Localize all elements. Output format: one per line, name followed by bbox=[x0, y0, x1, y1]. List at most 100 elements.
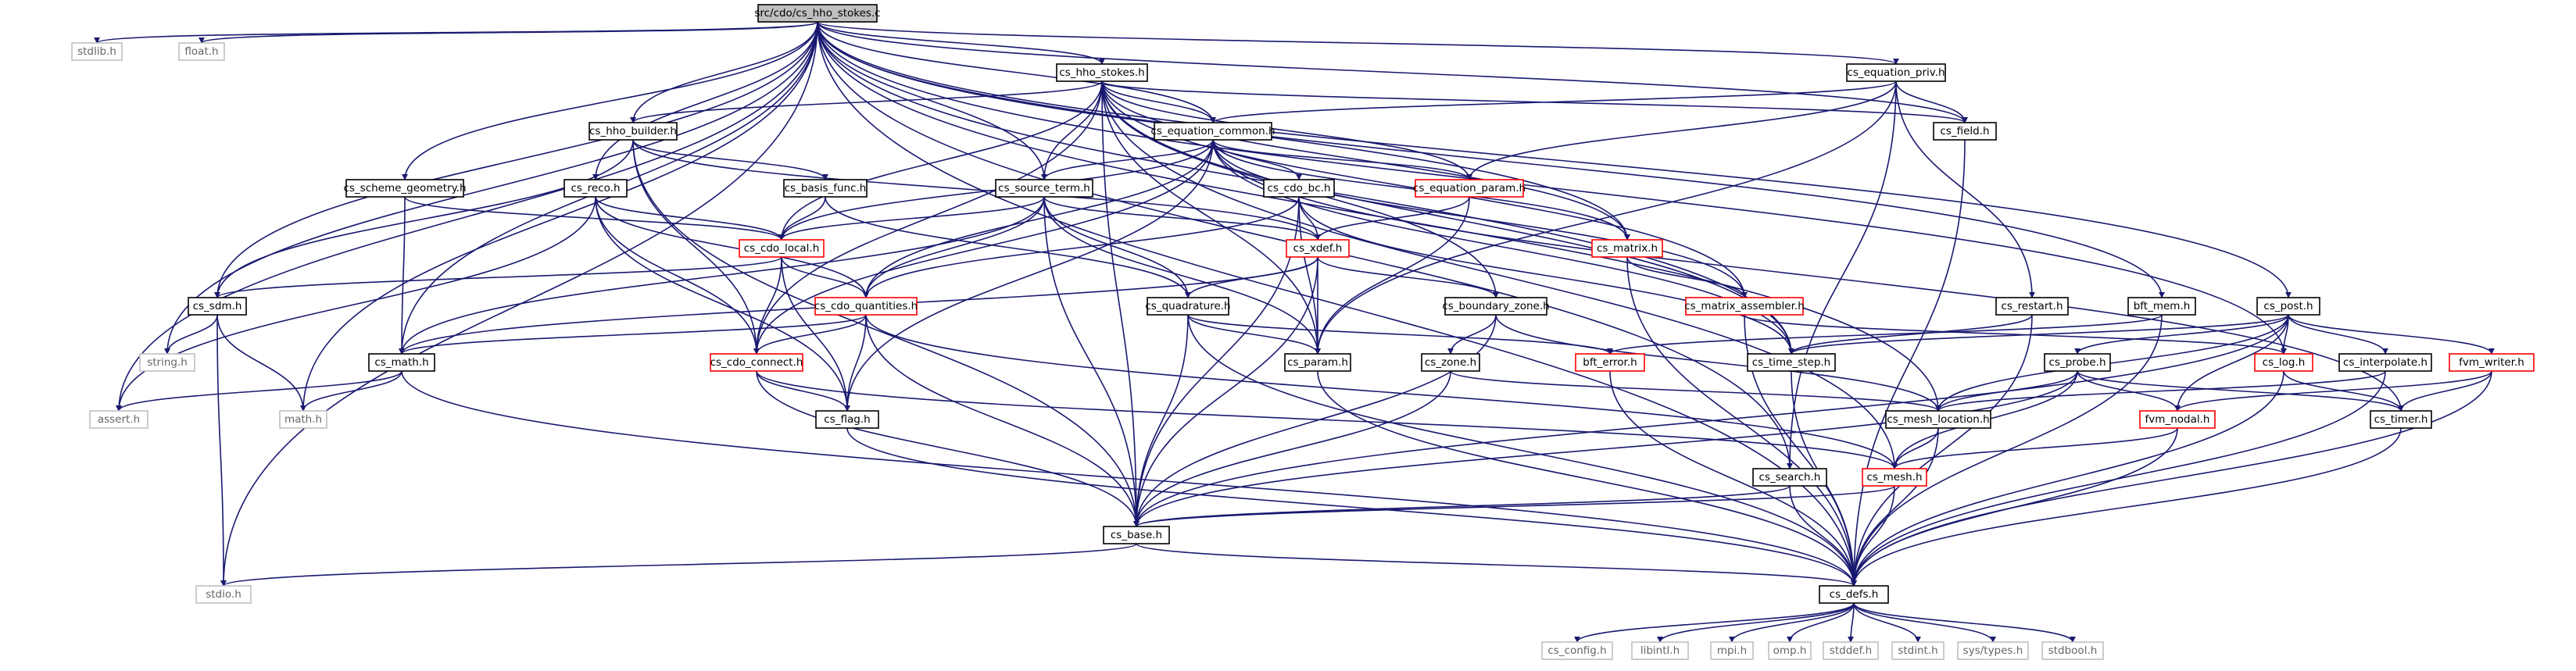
node-search[interactable]: cs_search.h bbox=[1752, 468, 1827, 487]
edge-probe-to-mesh_location bbox=[1935, 370, 2078, 412]
node-root[interactable]: src/cdo/cs_hho_stokes.c bbox=[754, 4, 881, 23]
edge-cdo_quantities-to-math_h_cs bbox=[399, 314, 867, 355]
node-label-cdo_connect: cs_cdo_connect.h bbox=[710, 356, 803, 369]
node-equation_common[interactable]: cs_equation_common.h bbox=[1150, 122, 1275, 141]
edge-cdo_bc-to-time_step bbox=[1298, 196, 1794, 355]
node-math: math.h bbox=[279, 410, 327, 429]
edge-equation_common-to-cdo_connect bbox=[753, 139, 1214, 355]
edge-timer-to-defs bbox=[1851, 427, 2402, 587]
node-scheme_geometry[interactable]: cs_scheme_geometry.h bbox=[343, 179, 467, 198]
node-label-mesh: cs_mesh.h bbox=[1866, 471, 1922, 484]
edge-root-to-scheme_geometry bbox=[402, 21, 818, 180]
node-field[interactable]: cs_field.h bbox=[1933, 122, 1997, 141]
edge-hho_builder-to-xdef bbox=[632, 139, 1321, 241]
edge-equation_common-to-flag bbox=[844, 139, 1214, 412]
edge-boundary_zone-to-mesh_location bbox=[1495, 314, 1941, 412]
node-label-stdbool: stdbool.h bbox=[2048, 644, 2098, 657]
node-box-math_h_cs bbox=[368, 353, 435, 372]
edge-basis_func-to-quadrature bbox=[825, 196, 1191, 298]
node-label-stdlib: stdlib.h bbox=[77, 45, 116, 58]
node-matrix_assembler[interactable]: cs_matrix_assembler.h bbox=[1684, 297, 1805, 316]
edge-field-to-defs bbox=[1851, 139, 1966, 587]
node-libintl: libintl.h bbox=[1631, 641, 1689, 660]
edge-fvm_writer-to-timer bbox=[2398, 370, 2492, 412]
node-timer[interactable]: cs_timer.h bbox=[2370, 410, 2432, 429]
node-box-interpolate bbox=[2338, 353, 2432, 372]
node-interpolate[interactable]: cs_interpolate.h bbox=[2338, 353, 2432, 372]
edge-root-to-sdm bbox=[214, 21, 818, 298]
edge-mesh-to-defs bbox=[1851, 485, 1895, 587]
node-quadrature[interactable]: cs_quadrature.h bbox=[1145, 297, 1231, 316]
node-box-stdbool bbox=[2041, 641, 2104, 660]
node-reco[interactable]: cs_reco.h bbox=[564, 179, 628, 198]
node-box-field bbox=[1933, 122, 1997, 141]
node-time_step[interactable]: cs_time_step.h bbox=[1747, 353, 1836, 372]
edge-cdo_bc-to-param bbox=[1298, 196, 1321, 355]
node-stdio: stdio.h bbox=[195, 585, 252, 604]
node-fvm_writer[interactable]: fvm_writer.h bbox=[2449, 353, 2535, 372]
node-box-boundary_zone bbox=[1444, 297, 1547, 316]
node-base[interactable]: cs_base.h bbox=[1103, 526, 1170, 544]
node-box-math bbox=[279, 410, 327, 429]
node-mesh[interactable]: cs_mesh.h bbox=[1862, 468, 1927, 487]
node-fvm_nodal[interactable]: fvm_nodal.h bbox=[2139, 410, 2216, 429]
edge-cdo_connect-to-mesh bbox=[756, 370, 1898, 469]
node-defs[interactable]: cs_defs.h bbox=[1819, 585, 1889, 604]
node-source_term[interactable]: cs_source_term.h bbox=[995, 179, 1093, 198]
edge-post-to-base bbox=[1133, 314, 2289, 527]
edge-math_h_cs-to-defs bbox=[401, 370, 1857, 587]
node-label-omp: omp.h bbox=[1773, 644, 1807, 657]
node-label-basis_func: cs_basis_func.h bbox=[785, 182, 867, 195]
node-bft_error[interactable]: bft_error.h bbox=[1575, 353, 1645, 372]
node-mesh_location[interactable]: cs_mesh_location.h bbox=[1885, 410, 1991, 429]
node-float: float.h bbox=[178, 42, 225, 61]
edge-base-to-defs bbox=[1136, 543, 1857, 587]
node-xdef[interactable]: cs_xdef.h bbox=[1286, 239, 1350, 258]
edge-root-to-float bbox=[199, 21, 818, 44]
node-matrix[interactable]: cs_matrix.h bbox=[1591, 239, 1663, 258]
node-probe[interactable]: cs_probe.h bbox=[2044, 353, 2111, 372]
edge-quadrature-to-base bbox=[1133, 314, 1189, 527]
node-log[interactable]: cs_log.h bbox=[2254, 353, 2313, 372]
node-label-restart: cs_restart.h bbox=[2001, 300, 2063, 312]
node-label-equation_common: cs_equation_common.h bbox=[1150, 125, 1275, 137]
node-sdm[interactable]: cs_sdm.h bbox=[188, 297, 247, 316]
node-zone[interactable]: cs_zone.h bbox=[1421, 353, 1480, 372]
node-cdo_bc[interactable]: cs_cdo_bc.h bbox=[1263, 179, 1335, 198]
node-box-sdm bbox=[188, 297, 247, 316]
edge-hho_stokes_h-to-hho_builder bbox=[630, 80, 1103, 123]
node-layer: src/cdo/cs_hho_stokes.c stdlib.h float.h cs… bbox=[71, 4, 2535, 660]
edge-bft_mem-to-bft_error bbox=[1607, 314, 2163, 355]
node-math_h_cs[interactable]: cs_math.h bbox=[368, 353, 435, 372]
edge-probe-to-timer bbox=[2077, 370, 2404, 412]
node-box-matrix bbox=[1591, 239, 1663, 258]
node-hho_builder[interactable]: cs_hho_builder.h bbox=[589, 122, 678, 141]
node-cdo_local[interactable]: cs_cdo_local.h bbox=[739, 239, 825, 258]
node-label-libintl: libintl.h bbox=[1640, 644, 1680, 657]
node-label-matrix: cs_matrix.h bbox=[1597, 242, 1658, 255]
node-param[interactable]: cs_param.h bbox=[1284, 353, 1351, 372]
node-cdo_quantities[interactable]: cs_cdo_quantities.h bbox=[814, 297, 918, 316]
node-box-fvm_nodal bbox=[2139, 410, 2216, 429]
node-hho_stokes_h[interactable]: cs_hho_stokes.h bbox=[1056, 63, 1148, 82]
edge-source_term-to-param bbox=[1043, 196, 1321, 355]
node-boundary_zone[interactable]: cs_boundary_zone.h bbox=[1442, 297, 1550, 316]
node-equation_priv[interactable]: cs_equation_priv.h bbox=[1846, 63, 1946, 82]
node-post[interactable]: cs_post.h bbox=[2256, 297, 2320, 316]
edge-source_term-to-cdo_quantities bbox=[863, 196, 1045, 298]
edge-hho_stokes_h-to-field bbox=[1101, 80, 1968, 123]
node-label-flag: cs_flag.h bbox=[824, 413, 870, 426]
node-bft_mem[interactable]: bft_mem.h bbox=[2127, 297, 2196, 316]
node-equation_param[interactable]: cs_equation_param.h bbox=[1413, 179, 1526, 198]
node-restart[interactable]: cs_restart.h bbox=[1995, 297, 2069, 316]
edge-root-to-string bbox=[164, 21, 818, 355]
node-cdo_connect[interactable]: cs_cdo_connect.h bbox=[710, 353, 803, 372]
node-label-string: string.h bbox=[147, 356, 188, 369]
node-basis_func[interactable]: cs_basis_func.h bbox=[783, 179, 868, 198]
node-box-zone bbox=[1421, 353, 1480, 372]
node-flag[interactable]: cs_flag.h bbox=[815, 410, 879, 429]
edge-post-to-mesh_location bbox=[1935, 314, 2289, 412]
edge-equation_priv-to-search bbox=[1787, 80, 1897, 469]
node-label-cdo_local: cs_cdo_local.h bbox=[744, 242, 820, 255]
node-box-float bbox=[178, 42, 225, 61]
